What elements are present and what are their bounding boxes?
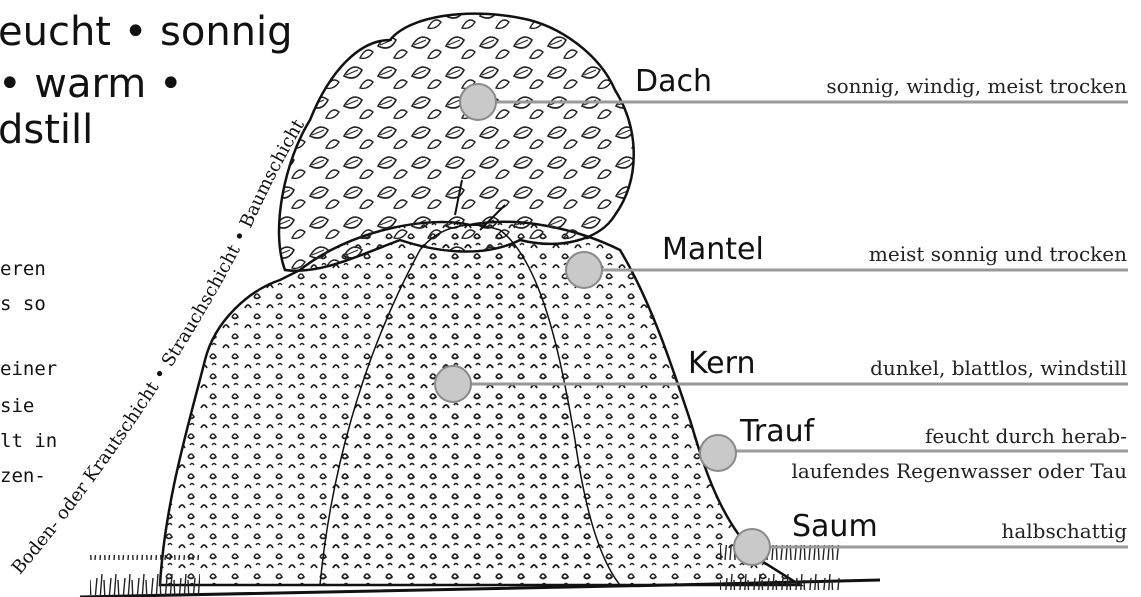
zone-name-kern: Kern: [688, 346, 755, 381]
zone-desc-trauf: feucht durch herab-: [925, 424, 1127, 448]
zone-marker-kern: [435, 366, 471, 402]
side-text-1: eren: [0, 255, 46, 283]
zone-desc-kern: dunkel, blattlos, windstill: [870, 356, 1127, 380]
header-line-1: eucht • sonnig: [0, 10, 293, 54]
side-text-2: s so: [0, 290, 46, 318]
side-text-6: zen-: [0, 462, 46, 490]
zone-marker-mantel: [566, 252, 602, 288]
zone-name-mantel: Mantel: [662, 232, 764, 267]
side-text-4: sie: [0, 392, 34, 420]
zone-marker-saum: [734, 529, 770, 565]
zone-desc-dach: sonnig, windig, meist trocken: [826, 74, 1127, 98]
zone-desc-mantel: meist sonnig und trocken: [869, 242, 1127, 266]
side-text-3: einer: [0, 355, 57, 383]
header-line-2: • warm •: [0, 62, 183, 106]
zone-marker-dach: [460, 84, 496, 120]
zone-name-saum: Saum: [792, 509, 878, 544]
zone-name-dach: Dach: [635, 64, 712, 99]
side-text-5: lt in: [0, 427, 57, 455]
zone-marker-trauf: [700, 435, 736, 471]
header-line-3: dstill: [0, 108, 93, 152]
zone-desc-trauf-2: laufendes Regenwasser oder Tau: [791, 459, 1127, 483]
zone-desc-saum: halbschattig: [1001, 519, 1127, 543]
zone-name-trauf: Trauf: [740, 414, 814, 449]
